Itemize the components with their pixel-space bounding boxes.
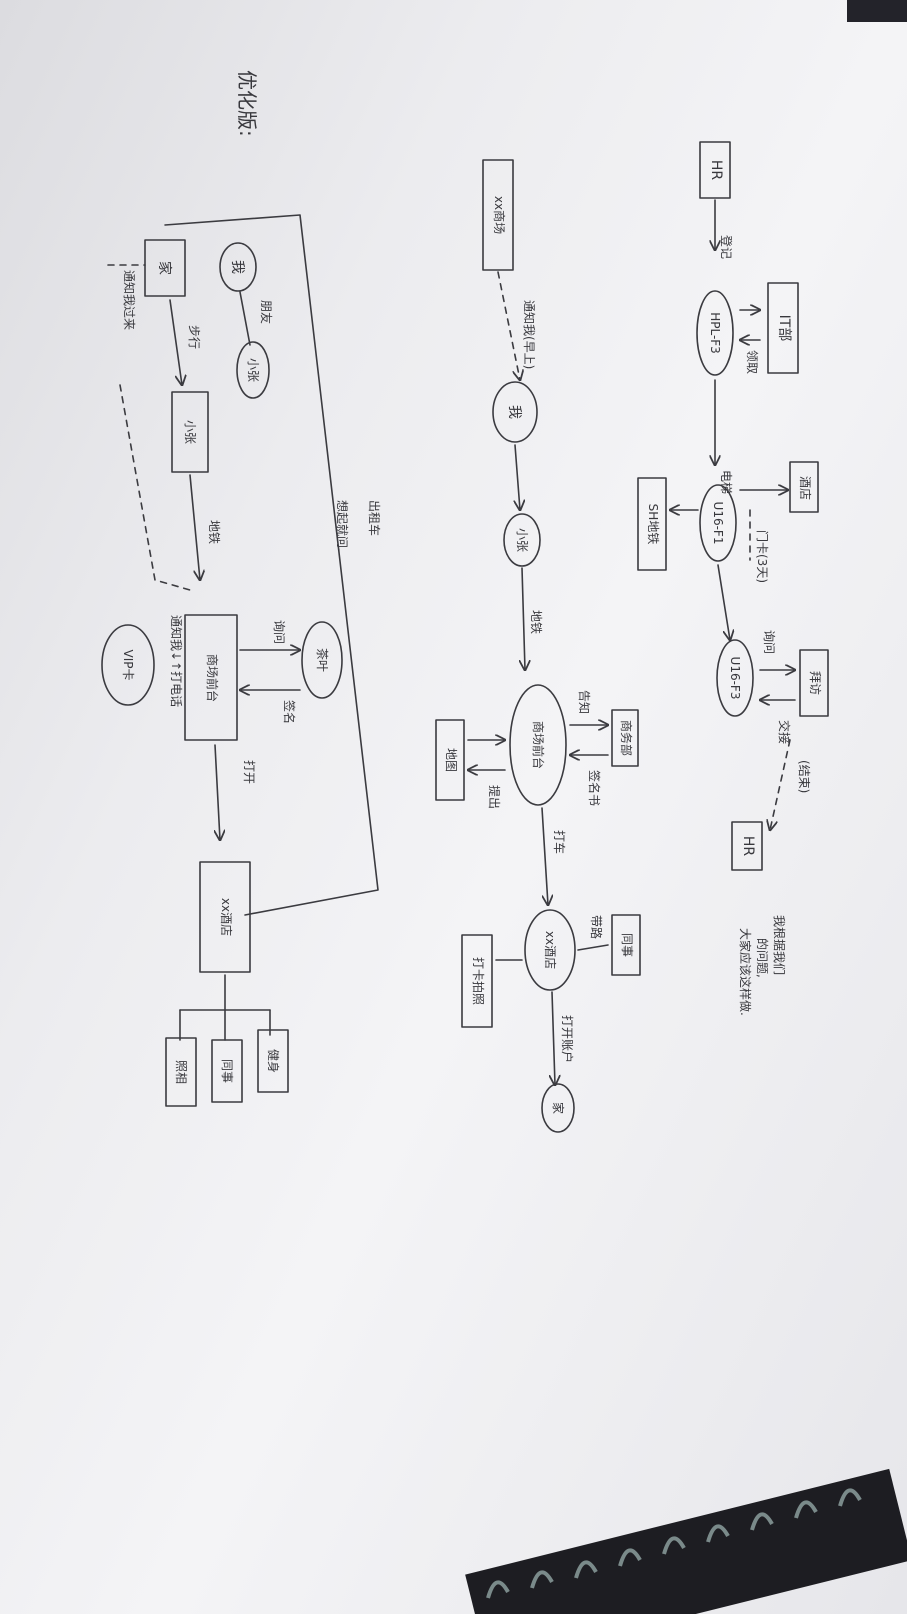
svg-text:xx酒店: xx酒店	[543, 931, 557, 969]
node-xx-hotel: xx酒店	[524, 909, 576, 991]
svg-text:U16-F1: U16-F1	[711, 502, 725, 545]
node-mall-mid: 商场前台	[509, 684, 567, 806]
svg-text:(结束): (结束)	[797, 760, 811, 793]
node-hr-top: HR	[699, 141, 731, 199]
svg-text:询问: 询问	[272, 620, 286, 644]
svg-text:带路: 带路	[589, 915, 604, 939]
svg-text:VIP卡: VIP卡	[121, 650, 135, 681]
node-hotel-top: 酒店	[789, 461, 819, 513]
node-home-top: 家	[541, 1083, 575, 1133]
node-me-bottom: 我	[219, 242, 257, 292]
svg-text:签名书: 签名书	[587, 770, 602, 806]
svg-text:地铁: 地铁	[207, 520, 221, 544]
node-xiaozhang-top: 小张	[503, 513, 541, 567]
node-mall-front: 商场前台	[184, 614, 238, 741]
svg-text:HR: HR	[708, 160, 724, 181]
svg-text:出租车: 出租车	[367, 500, 382, 536]
svg-text:拜访: 拜访	[808, 671, 822, 695]
svg-text:同事: 同事	[220, 1059, 234, 1083]
svg-text:照相: 照相	[174, 1060, 188, 1084]
node-tea: 茶叶	[301, 621, 343, 699]
node-u16-f3: U16-F3	[716, 639, 754, 717]
svg-text:告知: 告知	[577, 690, 591, 714]
svg-text:商场前台: 商场前台	[205, 654, 220, 702]
node-xx-mall: xx商场	[482, 159, 514, 271]
node-comm: 商务部	[611, 709, 639, 767]
svg-text:HR: HR	[740, 836, 756, 857]
svg-text:健身: 健身	[266, 1049, 281, 1073]
node-map-left: 地图	[435, 719, 465, 801]
svg-text:询问: 询问	[762, 630, 776, 654]
svg-text:交接: 交接	[777, 720, 792, 744]
svg-text:家: 家	[156, 261, 173, 275]
svg-text:IT部: IT部	[776, 315, 792, 342]
spiral-binding	[465, 1468, 907, 1614]
svg-text:地图: 地图	[444, 748, 458, 772]
svg-text:的问题,: 的问题,	[755, 938, 770, 978]
node-sh-sub: SH地铁	[637, 477, 667, 571]
svg-text:商务部: 商务部	[619, 720, 634, 756]
node-hr-bottom: HR	[731, 821, 763, 871]
svg-text:地铁: 地铁	[529, 610, 543, 634]
node-u16-f1: U16-F1	[699, 484, 737, 562]
svg-text:小张: 小张	[183, 420, 197, 444]
node-friend-zhang: 小张	[236, 341, 270, 399]
svg-text:打车: 打车	[552, 830, 567, 854]
svg-text:xx酒店: xx酒店	[219, 898, 233, 936]
svg-text:电梯: 电梯	[719, 470, 733, 494]
desk-corner	[847, 0, 907, 22]
node-take-photo: 打卡拍照	[461, 934, 493, 1028]
svg-text:茶叶: 茶叶	[315, 648, 330, 672]
svg-text:我: 我	[506, 405, 522, 419]
svg-text:通知我过来: 通知我过来	[122, 270, 136, 330]
node-photo: 照相	[165, 1037, 197, 1107]
node-fitness: 健身	[257, 1029, 289, 1093]
svg-text:U16-F3: U16-F3	[728, 657, 742, 700]
top-diagram: HR 登记 IT部 HPL-F3 领取 电梯 酒店 U16-F1	[435, 141, 829, 1133]
node-xiaozhang-bottom: 小张	[171, 391, 209, 473]
svg-text:酒店: 酒店	[798, 476, 812, 500]
svg-text:同事: 同事	[620, 933, 634, 957]
svg-text:我: 我	[229, 260, 245, 274]
page-title: 优化版:	[235, 70, 259, 137]
svg-text:大家应该这样做.: 大家应该这样做.	[738, 928, 753, 1016]
svg-text:提出: 提出	[487, 785, 502, 809]
svg-text:朋友: 朋友	[259, 300, 273, 324]
node-visit-top: 拜访	[799, 649, 829, 717]
svg-text:SH地铁: SH地铁	[646, 504, 660, 545]
note-text: 我根据我们 的问题, 大家应该这样做.	[738, 915, 787, 1016]
svg-text:HPL-F3: HPL-F3	[708, 312, 722, 354]
svg-text:签名: 签名	[282, 700, 297, 724]
svg-text:步行: 步行	[187, 325, 201, 349]
svg-text:通知我↓↑打电话: 通知我↓↑打电话	[169, 615, 183, 707]
svg-text:小张: 小张	[515, 528, 529, 552]
svg-text:打开账户: 打开账户	[560, 1015, 575, 1063]
svg-text:通知我(早上): 通知我(早上)	[522, 300, 536, 369]
svg-text:打开: 打开	[242, 760, 256, 784]
svg-text:门卡(3天): 门卡(3天)	[755, 530, 770, 583]
svg-text:小张: 小张	[246, 358, 260, 382]
svg-text:打卡拍照: 打卡拍照	[471, 957, 486, 1005]
svg-text:xx商场: xx商场	[492, 196, 507, 234]
node-vip: VIP卡	[101, 624, 155, 706]
node-me-top: 我	[492, 381, 538, 443]
node-it-dept: IT部	[767, 282, 799, 374]
node-hpl-f3: HPL-F3	[696, 290, 734, 376]
node-colleague-top: 同事	[611, 914, 641, 976]
node-xx-hotel-bottom: xx酒店	[199, 861, 251, 973]
node-colleague-bottom: 同事	[211, 1039, 243, 1103]
svg-text:登记: 登记	[719, 235, 734, 259]
svg-text:领取: 领取	[745, 350, 759, 374]
svg-text:我根据我们: 我根据我们	[772, 915, 787, 975]
node-home-bottom: 家	[144, 239, 186, 297]
bottom-diagram: 优化版: 我 朋友 小张 家 通知我过来 步行 小张 地铁 商场前	[101, 70, 382, 1107]
svg-text:想起就问.: 想起就问.	[335, 500, 350, 552]
svg-text:家: 家	[551, 1102, 566, 1114]
svg-text:商场前台: 商场前台	[531, 721, 546, 769]
